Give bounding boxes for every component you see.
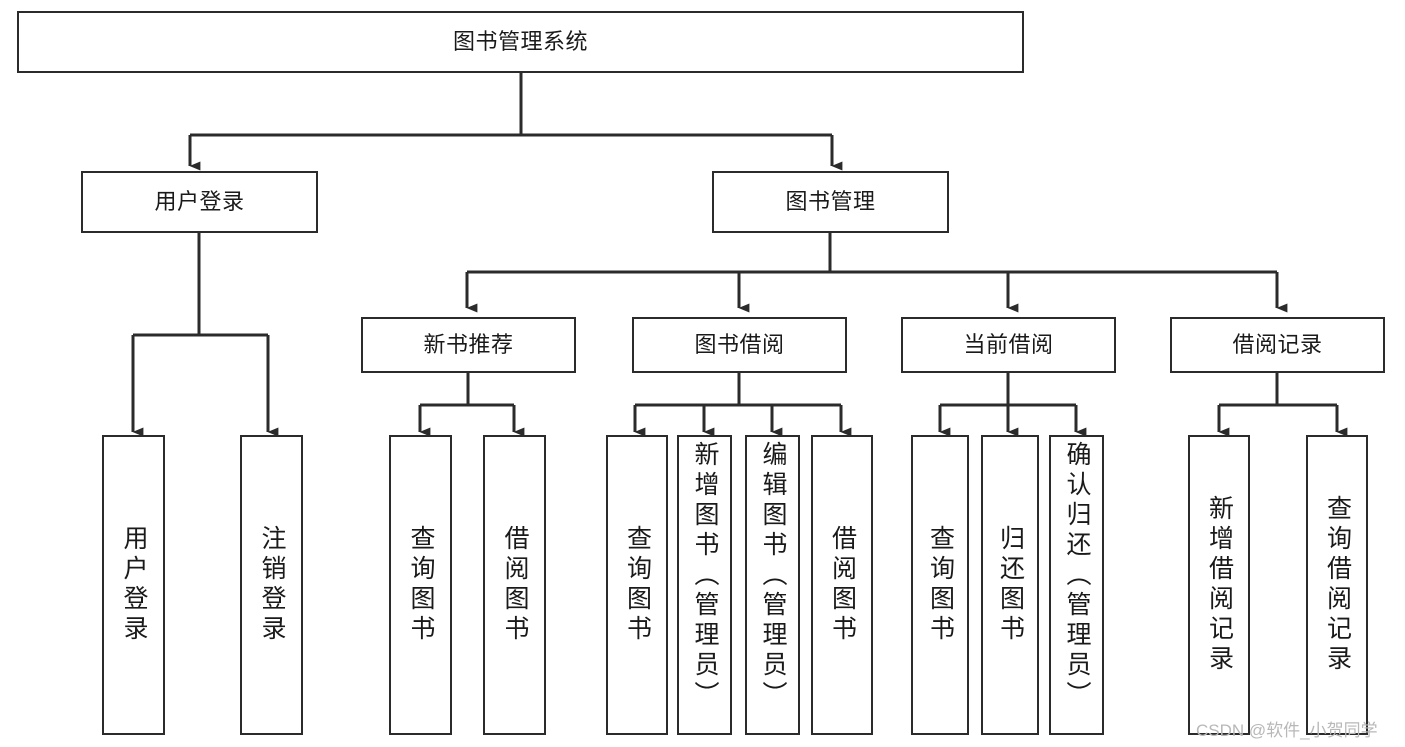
- leaf-query-book-1-label: 查询图书: [407, 525, 435, 645]
- node-borrow-record-label: 借阅记录: [1232, 331, 1323, 357]
- leaf-query-book-2-label: 查询图书: [623, 525, 652, 645]
- node-book-management[interactable]: 图书管理: [712, 171, 949, 233]
- leaf-return-book-label: 归还图书: [996, 525, 1025, 645]
- leaf-borrow-book-1[interactable]: 借阅图书: [483, 435, 546, 735]
- node-borrow-record[interactable]: 借阅记录: [1170, 317, 1385, 373]
- node-user-login[interactable]: 用户登录: [81, 171, 318, 233]
- leaf-user-login-label: 用户登录: [120, 525, 148, 645]
- node-root[interactable]: 图书管理系统: [17, 11, 1024, 73]
- csdn-watermark: CSDN @软件_小贺同学: [1196, 721, 1378, 740]
- node-current-borrow-label: 当前借阅: [963, 331, 1054, 357]
- node-new-book-recommend-label: 新书推荐: [423, 331, 514, 357]
- leaf-query-borrow-record-label: 查询借阅记录: [1323, 495, 1352, 675]
- leaf-add-book-admin-label: 新增图书（管理员）: [691, 441, 719, 711]
- leaf-edit-book-admin-label: 编辑图书（管理员）: [759, 441, 787, 711]
- leaf-borrow-book-2[interactable]: 借阅图书: [811, 435, 873, 735]
- leaf-add-borrow-record[interactable]: 新增借阅记录: [1188, 435, 1250, 735]
- leaf-borrow-book-1-label: 借阅图书: [501, 525, 529, 645]
- leaf-query-borrow-record[interactable]: 查询借阅记录: [1306, 435, 1368, 735]
- leaf-logout-login[interactable]: 注销登录: [240, 435, 303, 735]
- node-current-borrow[interactable]: 当前借阅: [901, 317, 1116, 373]
- leaf-add-borrow-record-label: 新增借阅记录: [1205, 495, 1234, 675]
- leaf-query-book-1[interactable]: 查询图书: [389, 435, 452, 735]
- leaf-logout-login-label: 注销登录: [258, 525, 286, 645]
- node-book-management-label: 图书管理: [785, 188, 876, 214]
- leaf-confirm-return-admin-label: 确认归还（管理员）: [1063, 441, 1091, 711]
- leaf-confirm-return-admin[interactable]: 确认归还（管理员）: [1049, 435, 1104, 735]
- leaf-query-book-3[interactable]: 查询图书: [911, 435, 969, 735]
- leaf-edit-book-admin[interactable]: 编辑图书（管理员）: [745, 435, 800, 735]
- node-root-label: 图书管理系统: [452, 28, 588, 54]
- leaf-add-book-admin[interactable]: 新增图书（管理员）: [677, 435, 732, 735]
- leaf-return-book[interactable]: 归还图书: [981, 435, 1039, 735]
- leaf-borrow-book-2-label: 借阅图书: [828, 525, 857, 645]
- node-user-login-label: 用户登录: [154, 188, 245, 214]
- node-new-book-recommend[interactable]: 新书推荐: [361, 317, 576, 373]
- leaf-query-book-3-label: 查询图书: [926, 525, 955, 645]
- leaf-query-book-2[interactable]: 查询图书: [606, 435, 668, 735]
- node-book-borrow[interactable]: 图书借阅: [632, 317, 847, 373]
- leaf-user-login[interactable]: 用户登录: [102, 435, 165, 735]
- node-book-borrow-label: 图书借阅: [694, 331, 785, 357]
